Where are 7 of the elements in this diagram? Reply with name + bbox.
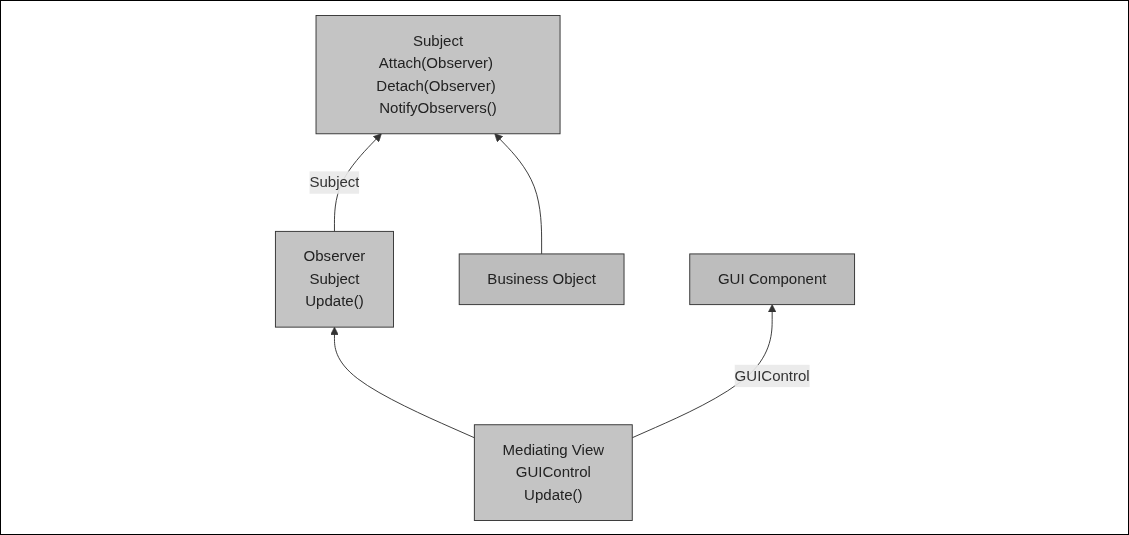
- node-box: Observer Subject Update(): [274, 230, 394, 328]
- edge-label: Subject: [308, 173, 360, 190]
- node-box: Mediating View GUIControl Update(): [473, 423, 633, 521]
- node-box: Subject Attach(Observer) Detach(Observer) NotifyObservers(): [315, 14, 561, 134]
- node-box: Business Object: [458, 252, 624, 305]
- edge-label: GUIControl: [734, 366, 810, 383]
- node-box: GUI Component: [688, 252, 855, 305]
